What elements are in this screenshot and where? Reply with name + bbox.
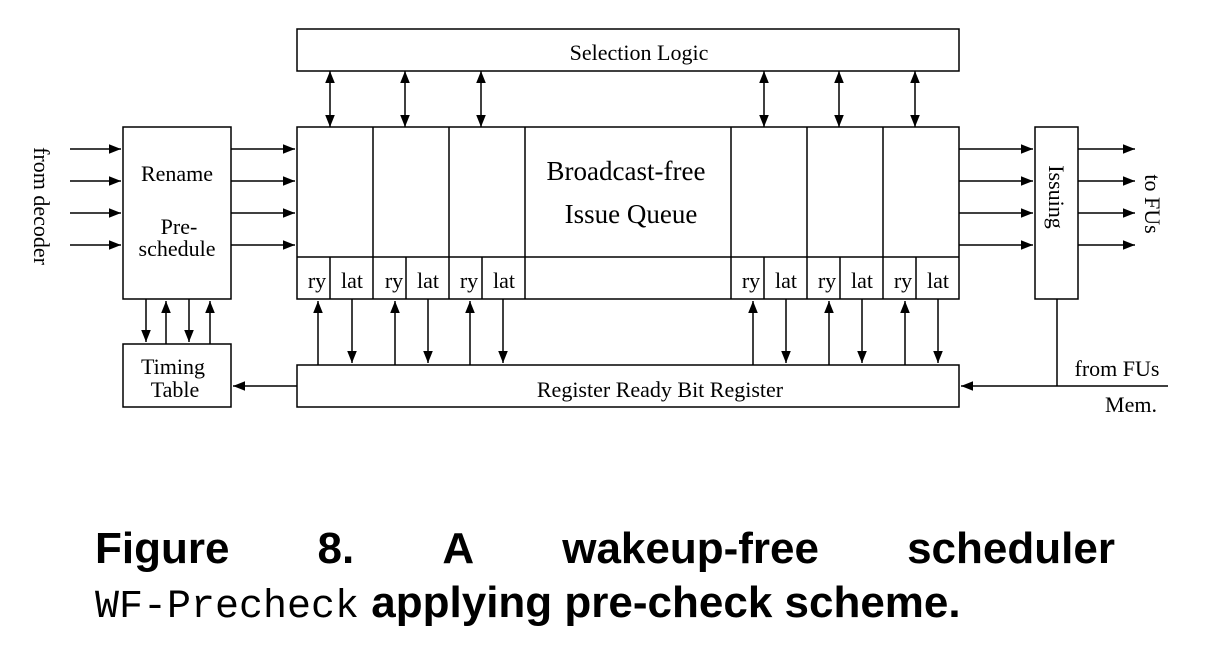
rename-label: Rename	[141, 161, 213, 186]
register-arrows	[313, 299, 943, 365]
caption-word: A	[442, 524, 475, 573]
lat-label: lat	[927, 268, 949, 293]
register-ready-bit-box	[296, 364, 960, 408]
figure-caption: Figure 8. A wakeup-free scheduler WF-Pre…	[95, 522, 1115, 635]
issue-queue-label-1: Broadcast-free	[547, 156, 706, 186]
scheduler-diagram: Selection Logic Broadcast-free Issue Que…	[29, 28, 1168, 417]
register-ready-bit-label: Register Ready Bit Register	[537, 377, 784, 402]
lat-label: lat	[341, 268, 363, 293]
ready-latency-labels: ry lat ry lat ry lat ry lat ry lat ry la…	[308, 268, 949, 293]
lat-label: lat	[851, 268, 873, 293]
selection-logic-box	[296, 28, 960, 72]
issue-queue-dividers	[329, 127, 917, 299]
queue-to-issuing-arrows	[959, 144, 1033, 250]
caption-word: scheduler	[907, 524, 1115, 573]
rename-to-queue-arrows	[231, 144, 295, 250]
from-decoder-label: from decoder	[29, 147, 54, 266]
lat-label: lat	[493, 268, 515, 293]
to-fus-label: to FUs	[1140, 174, 1165, 233]
timing-table-arrows	[141, 299, 215, 344]
timing-table-label-2: Table	[151, 377, 200, 402]
ry-label: ry	[460, 268, 478, 293]
lat-label: lat	[775, 268, 797, 293]
timing-table-label-1: Timing	[141, 354, 205, 379]
from-fus-label: from FUs	[1075, 356, 1160, 381]
ry-label: ry	[818, 268, 836, 293]
selection-arrows	[325, 71, 920, 127]
timing-table-box	[122, 343, 232, 408]
ry-label: ry	[742, 268, 760, 293]
caption-code-name: WF-Precheck	[95, 585, 360, 630]
lat-label: lat	[417, 268, 439, 293]
caption-word: 8.	[317, 524, 355, 573]
issue-queue-label-2: Issue Queue	[565, 199, 698, 229]
caption-word: wakeup-free	[562, 524, 819, 573]
issuing-to-fus-arrows	[1078, 144, 1135, 250]
caption-word: Figure	[95, 524, 230, 573]
ry-label: ry	[385, 268, 403, 293]
preschedule-label-2: schedule	[139, 236, 216, 261]
preschedule-label-1: Pre-	[161, 214, 198, 239]
decoder-arrows	[70, 144, 121, 250]
ry-label: ry	[308, 268, 326, 293]
rename-preschedule-box	[122, 126, 232, 300]
caption-rest: applying pre-check scheme.	[371, 578, 961, 627]
ry-label: ry	[894, 268, 912, 293]
issuing-label: Issuing	[1044, 165, 1069, 229]
selection-logic-label: Selection Logic	[570, 40, 709, 65]
mem-label: Mem.	[1105, 392, 1157, 417]
